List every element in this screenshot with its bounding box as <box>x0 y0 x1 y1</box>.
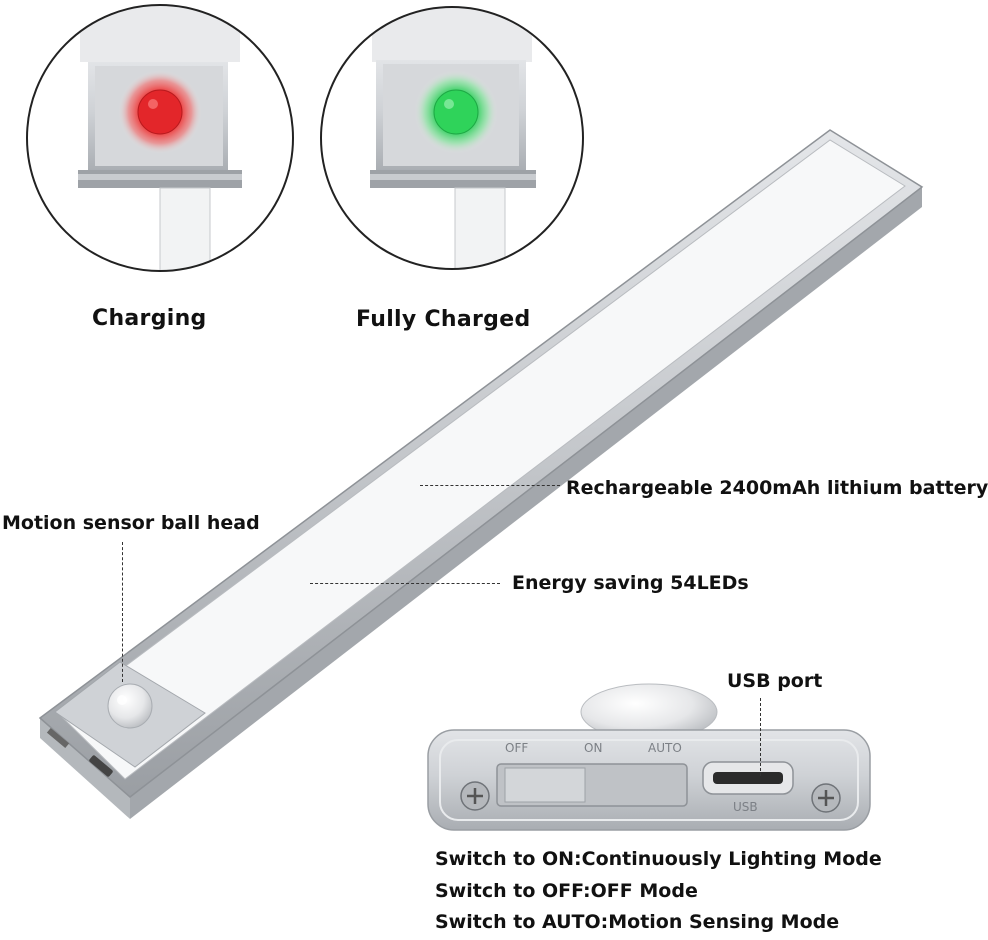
switch-auto-label: AUTO <box>648 741 682 755</box>
leds-leader <box>310 583 500 584</box>
mode-off-text: Switch to OFF:OFF Mode <box>435 880 698 902</box>
screw-icon <box>460 781 490 811</box>
mode-auto-text: Switch to AUTO:Motion Sensing Mode <box>435 911 840 933</box>
fully-charged-caption: Fully Charged <box>356 307 531 332</box>
usb-leader <box>760 698 761 776</box>
mode-on-text: Switch to ON:Continuously Lighting Mode <box>435 848 882 870</box>
charging-indicator-zoom <box>27 5 293 271</box>
usb-callout: USB port <box>727 670 823 692</box>
switch-off-label: OFF <box>505 741 529 755</box>
usb-embossed-label: USB <box>733 800 758 814</box>
sensor-dome-icon <box>107 683 153 729</box>
switch-on-label: ON <box>584 741 603 755</box>
full-charge-indicator-zoom <box>321 7 583 269</box>
leds-callout: Energy saving 54LEDs <box>512 572 749 594</box>
light-bar <box>38 129 924 819</box>
sensor-leader <box>122 542 123 682</box>
battery-leader <box>420 485 560 486</box>
charging-caption: Charging <box>92 306 207 331</box>
battery-callout: Rechargeable 2400mAh lithium battery <box>566 477 988 499</box>
sensor-callout: Motion sensor ball head <box>2 512 260 534</box>
switch-panel-closeup <box>427 683 871 831</box>
diffuser-panel <box>59 139 906 780</box>
screw-icon <box>811 783 841 813</box>
